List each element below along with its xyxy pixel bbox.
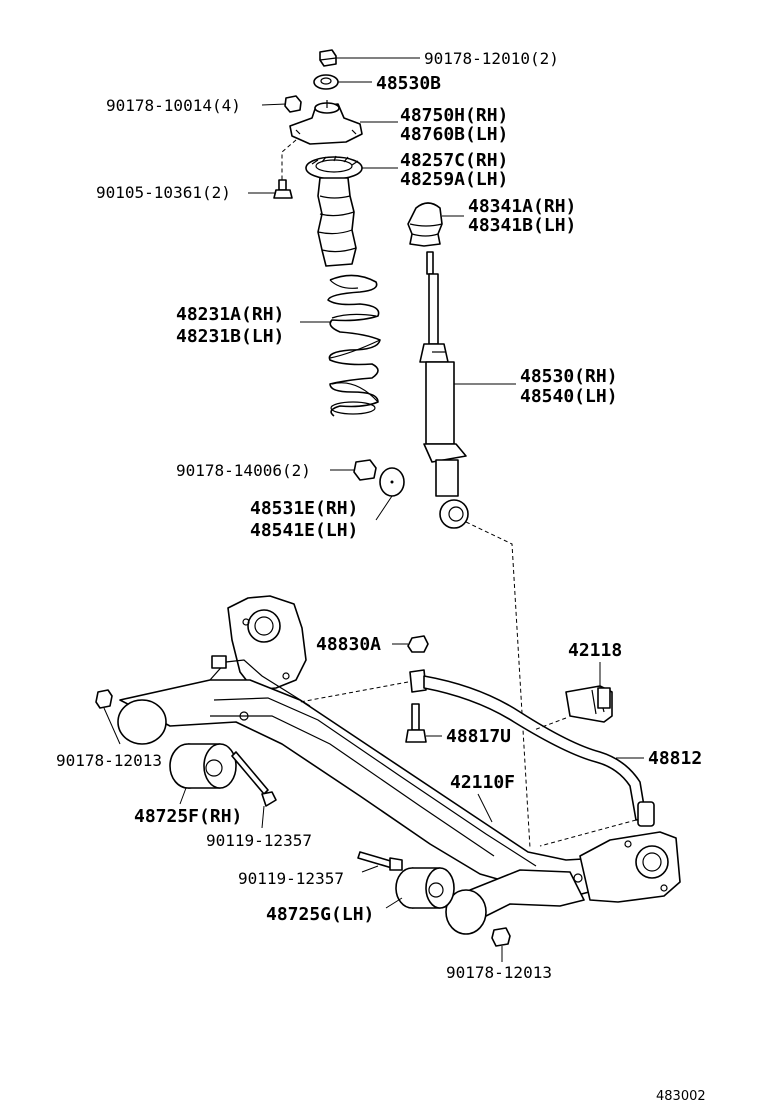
lh-bolt-leader [361, 865, 379, 873]
label-beam: 42110F [450, 772, 515, 793]
label-nut-bottom: 90178-12013 [446, 963, 552, 982]
label-spring-rh: 48231A(RH) [176, 304, 284, 325]
stab-dash-right [539, 819, 637, 847]
absorber-nut-part [353, 459, 377, 481]
top-nut-part [319, 49, 337, 67]
stab-nut-part [407, 635, 429, 653]
label-nut-stab: 48830A [316, 634, 381, 655]
absorber-bush-part [379, 467, 405, 497]
label-bolt-rh: 90119-12357 [206, 831, 312, 850]
label-washer-top: 48530B [376, 73, 441, 94]
label-nut-left: 90178-12013 [56, 751, 162, 770]
label-bumper-rh: 48341A(RH) [468, 196, 576, 217]
mount-nut-leader [261, 103, 287, 106]
lh-bushing-leader [385, 897, 403, 909]
left-nut-leader [103, 707, 121, 745]
label-nut-mount: 90178-10014(4) [106, 96, 241, 115]
spring-seat-part [305, 155, 363, 180]
label-nut-absorber: 90178-14006(2) [176, 461, 311, 480]
label-absorber-rh: 48530(RH) [520, 366, 618, 387]
lh-bushing-part [395, 867, 455, 909]
mount-bolt-part [273, 179, 293, 199]
absorber-dash-line [465, 521, 531, 849]
washer-part [313, 74, 339, 90]
rh-bolt-part [231, 751, 277, 807]
rh-bushing-leader [179, 787, 187, 805]
rh-bolt-leader [261, 805, 265, 829]
left-nut-part [95, 689, 113, 709]
label-seat-rh: 48257C(RH) [400, 150, 508, 171]
coil-spring-part [327, 274, 381, 417]
label-stab-bar: 48812 [648, 748, 702, 769]
label-bolt-mount: 90105-10361(2) [96, 183, 231, 202]
absorber-bush-leader [375, 495, 393, 521]
stab-bolt-part [405, 703, 427, 743]
label-mount-lh: 48760B(LH) [400, 124, 508, 145]
axle-beam-leader [477, 793, 493, 823]
label-mount-rh: 48750H(RH) [400, 105, 508, 126]
label-bush-lh: 48541E(LH) [250, 520, 358, 541]
label-seat-lh: 48259A(LH) [400, 169, 508, 190]
upper-support-part [289, 100, 363, 145]
stab-bracket-part [565, 685, 613, 723]
label-absorber-lh: 48540(LH) [520, 386, 618, 407]
label-bushing-lh: 48725G(LH) [266, 904, 374, 925]
axle-beam-part [117, 595, 681, 935]
label-bumper-lh: 48341B(LH) [468, 215, 576, 236]
label-bush-rh: 48531E(RH) [250, 498, 358, 519]
label-spring-lh: 48231B(LH) [176, 326, 284, 347]
shock-absorber-part [419, 251, 469, 529]
mount-dash-line [281, 139, 297, 182]
stab-dash-upper [299, 681, 409, 703]
dust-boot-part [317, 177, 357, 267]
stabilizer-bar-part [409, 669, 655, 827]
rh-bushing-part [169, 743, 237, 789]
label-nut-top: 90178-12010(2) [424, 49, 559, 68]
stab-dash-lower [533, 717, 567, 731]
bottom-nut-part [491, 927, 511, 947]
bump-stopper-part [407, 202, 443, 247]
label-bolt-lh: 90119-12357 [238, 869, 344, 888]
label-bracket: 42118 [568, 640, 622, 661]
label-bolt-stab: 48817U [446, 726, 511, 747]
lh-bolt-part [357, 851, 403, 871]
figure-id: 483002 [656, 1089, 706, 1104]
mount-nut-part [284, 95, 302, 113]
label-bushing-rh: 48725F(RH) [134, 806, 242, 827]
